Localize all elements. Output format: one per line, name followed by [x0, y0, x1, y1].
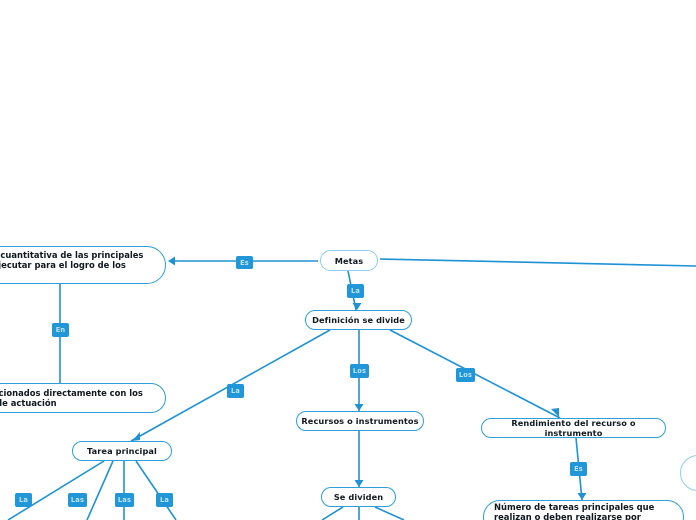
- node-label: Expresión cuantitativa de las principale…: [0, 249, 144, 270]
- edge: [7, 460, 105, 520]
- edge-arrowhead: [354, 404, 364, 411]
- edge: [135, 460, 177, 520]
- edge-arrowhead: [354, 480, 364, 487]
- node-label: Están relacionados directamente con los …: [0, 387, 143, 408]
- node-tarea-principal[interactable]: Tarea principal: [72, 441, 172, 461]
- connector-label-es[interactable]: Es: [236, 256, 253, 269]
- edge: [321, 506, 344, 520]
- node-label: Recursos o instrumentos: [301, 416, 419, 426]
- node-label: Rendimiento del recurso o instrumento: [511, 418, 636, 438]
- node-label: Número de tareas principales que realiza…: [494, 501, 655, 520]
- edge: [86, 460, 114, 520]
- connector-label-en[interactable]: En: [52, 323, 69, 337]
- connector-label-los[interactable]: Los: [456, 368, 475, 382]
- node-recursos[interactable]: Recursos o instrumentos: [296, 411, 424, 431]
- node-label: Se dividen: [333, 492, 384, 502]
- node-rendimiento[interactable]: Rendimiento del recurso o instrumento: [481, 418, 666, 438]
- connector-label-la[interactable]: La: [15, 493, 32, 507]
- edge: [379, 258, 696, 267]
- edge-arrowhead: [551, 408, 559, 417]
- connector-label-es[interactable]: Es: [570, 462, 587, 476]
- edge: [374, 506, 405, 520]
- node-expresion[interactable]: Expresión cuantitativa de las principale…: [0, 246, 166, 284]
- node-definicion[interactable]: Definición se divide: [305, 310, 412, 330]
- connector-label-la[interactable]: La: [227, 384, 244, 398]
- connector-label-los[interactable]: Los: [350, 364, 369, 378]
- edge-arrowhead: [132, 432, 140, 441]
- connector-label-la[interactable]: La: [156, 493, 173, 507]
- edge-arrowhead: [168, 256, 175, 266]
- connector-label-las[interactable]: Las: [115, 493, 134, 507]
- connector-label-la[interactable]: La: [347, 284, 364, 298]
- node-label: Definición se divide: [312, 315, 405, 325]
- connector-label-las[interactable]: Las: [68, 493, 87, 507]
- node-right-partial[interactable]: [680, 455, 696, 491]
- edge: [389, 329, 561, 419]
- node-relacionados[interactable]: Están relacionados directamente con los …: [0, 383, 166, 413]
- node-se-dividen[interactable]: Se dividen: [321, 487, 396, 507]
- node-metas[interactable]: Metas: [320, 250, 378, 271]
- node-label: Tarea principal: [87, 446, 157, 456]
- edge-arrowhead: [577, 493, 587, 500]
- node-numero-tareas[interactable]: Número de tareas principales que realiza…: [483, 500, 684, 520]
- edge-arrowhead: [352, 303, 362, 310]
- node-label: Metas: [334, 255, 364, 266]
